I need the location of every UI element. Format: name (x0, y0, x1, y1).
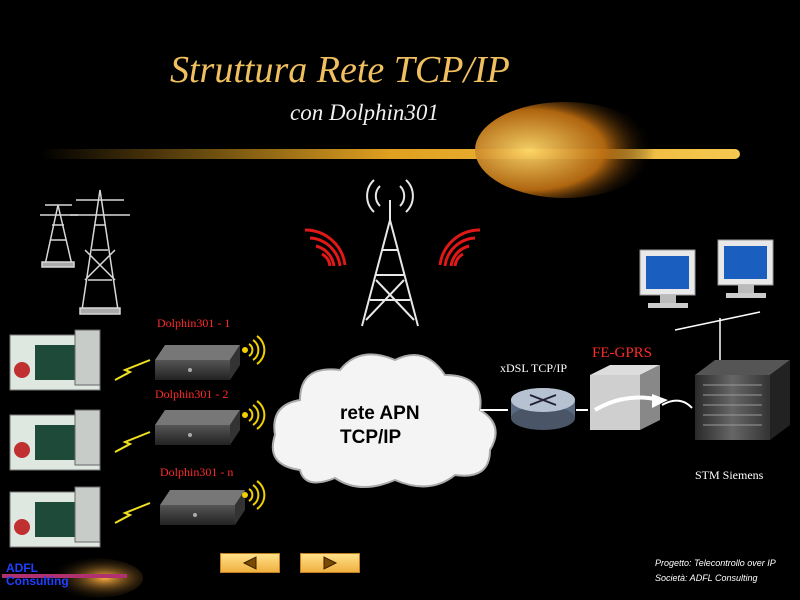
device-label-1: Dolphin301 - 1 (157, 316, 231, 330)
wireless-signal-icon-2 (242, 400, 266, 430)
wireless-signal-icon-1 (242, 335, 266, 365)
next-slide-button[interactable] (300, 553, 360, 573)
link-arrow-gateway-server (661, 399, 693, 409)
monitor-icon-1 (639, 249, 696, 308)
cloud-icon (271, 353, 497, 489)
title-decor-bar (40, 102, 740, 198)
server-icon (695, 360, 790, 440)
cloud-label: rete APN TCP/IP (340, 402, 420, 450)
link-server-monitors (674, 311, 761, 360)
link-bolt-icon-2 (114, 431, 151, 453)
arrow-right-icon (323, 556, 338, 570)
dolphin-device-icon-2 (155, 410, 240, 445)
adfl-logo: ADFL Consulting (6, 562, 69, 588)
generator-icon-3 (9, 486, 101, 548)
slide-subtitle: con Dolphin301 (290, 100, 439, 125)
dolphin-device-icon-3 (160, 490, 245, 525)
logo-line2: Consulting (6, 574, 69, 588)
monitor-icon-2 (717, 239, 774, 298)
generator-icon-2 (9, 409, 101, 471)
link-bolt-icon-1 (114, 359, 151, 381)
gateway-label: FE-GPRS (592, 345, 653, 361)
arrow-left-icon (242, 556, 257, 570)
gateway-icon (590, 365, 668, 430)
pylon-icon (40, 189, 130, 315)
router-icon (511, 388, 575, 430)
link-bolt-icon-3 (114, 502, 151, 524)
dolphin-device-icon-1 (155, 345, 240, 380)
wireless-signal-icon-3 (242, 480, 266, 510)
generator-icon-1 (9, 329, 101, 391)
cell-tower-icon (304, 179, 481, 327)
footer-project: Progetto: Telecontrollo over IP (655, 558, 776, 568)
router-label: xDSL TCP/IP (500, 361, 568, 375)
device-label-3: Dolphin301 - n (160, 465, 234, 479)
cloud-label-line1: rete APN (340, 403, 420, 424)
server-label: STM Siemens (695, 468, 764, 482)
prev-slide-button[interactable] (220, 553, 280, 573)
device-label-2: Dolphin301 - 2 (155, 387, 229, 401)
slide-title: Struttura Rete TCP/IP (170, 49, 510, 91)
logo-line1: ADFL (6, 561, 38, 575)
cloud-label-line2: TCP/IP (340, 427, 402, 448)
adfl-logo-swoosh (2, 558, 143, 598)
footer-company: Società: ADFL Consulting (655, 573, 758, 583)
